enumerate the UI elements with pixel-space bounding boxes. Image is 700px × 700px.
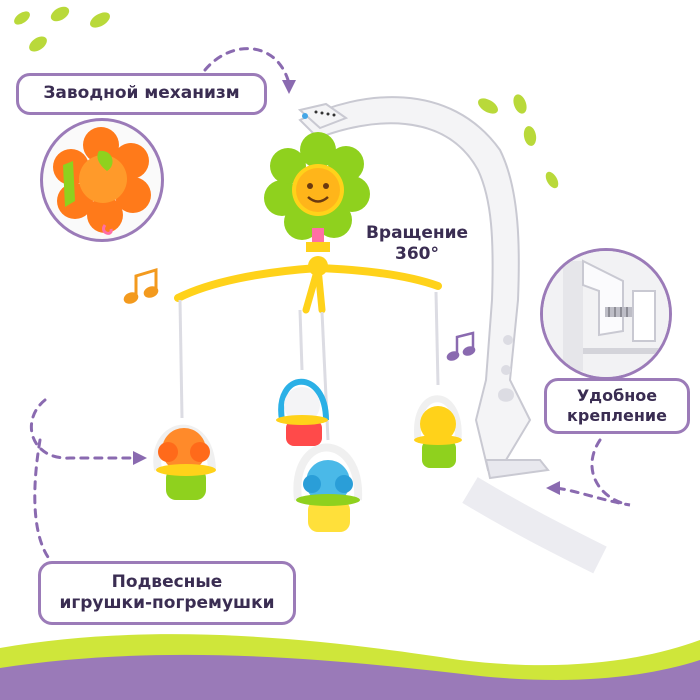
- clamp-closeup-icon: [543, 251, 669, 377]
- mount-text: Удобное крепление: [567, 386, 667, 425]
- arrow-head-icon: [133, 80, 560, 495]
- dashed-arrow-icon: [29, 47, 631, 562]
- hanging-toys-label: Подвесные игрушки-погремушки: [38, 561, 296, 625]
- winding-mechanism-label: Заводной механизм: [16, 73, 267, 115]
- flower-closeup-icon: [53, 127, 151, 235]
- elephant-toy: [414, 395, 462, 468]
- leaf-decoration-icon: [14, 6, 110, 52]
- rotation-text: Вращение 360°: [365, 223, 469, 264]
- flower-winder: [264, 132, 370, 252]
- winding-mechanism-inset: [40, 118, 164, 242]
- bottom-wave-purple: [0, 654, 700, 700]
- mount-closeup-inset: [540, 248, 672, 380]
- mount-label: Удобное крепление: [544, 378, 690, 434]
- elephant-toy: [153, 424, 216, 500]
- elephant-toy: [276, 378, 329, 446]
- music-note-icon: [123, 267, 159, 304]
- winding-mechanism-text: Заводной механизм: [43, 83, 240, 104]
- leaf-decoration-icon: [478, 94, 559, 189]
- elephant-toy: [293, 443, 363, 532]
- rotation-label: Вращение 360°: [352, 203, 482, 264]
- hanging-toys-text: Подвесные игрушки-погремушки: [59, 571, 275, 613]
- hanging-arms: [174, 256, 442, 314]
- music-note-icon: [446, 331, 476, 361]
